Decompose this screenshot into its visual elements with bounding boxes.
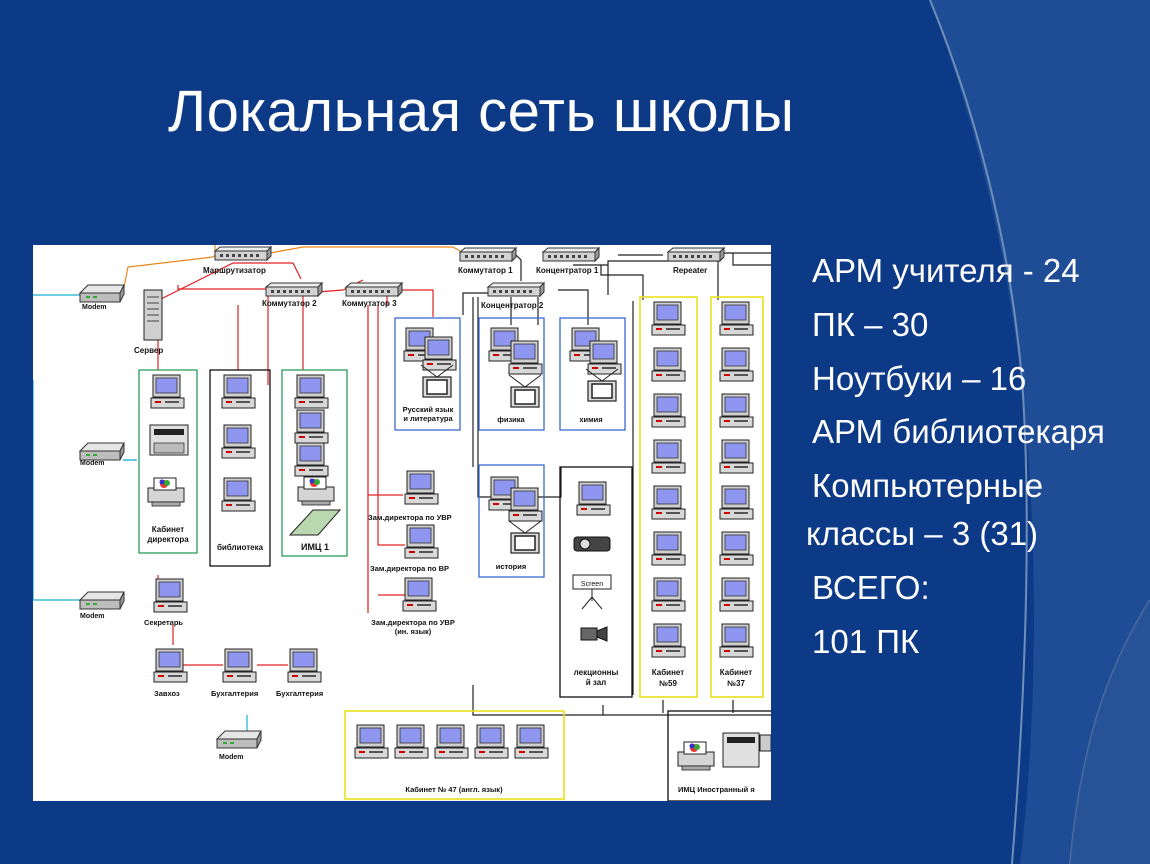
physics-class: физика <box>478 317 545 431</box>
history-label: история <box>496 562 527 571</box>
library-label: библиотека <box>217 543 264 552</box>
deputy-uvr-pc: Зам.директора по УВР <box>368 470 452 522</box>
hub-1: Концентратор 1 <box>536 247 600 275</box>
cabinet-47: Кабинет № 47 (англ. язык) <box>344 710 565 800</box>
cabinet-59-pc <box>651 347 686 382</box>
modem-2-label: Modem <box>80 460 105 467</box>
hub-2-label: Концентратор 2 <box>481 301 544 310</box>
hub-2: Концентратор 2 <box>481 282 545 310</box>
modem-1: Modem <box>79 284 125 311</box>
imc-foreign-label: ИМЦ Иностранный я <box>678 785 755 794</box>
modem-2: Modem <box>79 442 125 467</box>
projection-screen-icon: Screen <box>572 574 612 610</box>
switch-3: Коммутатор 3 <box>342 282 403 308</box>
slide-title: Локальная сеть школы <box>168 79 795 144</box>
deputy-vr-label: Зам.директора по ВР <box>370 564 449 573</box>
stat-pcs: ПК – 30 <box>812 306 929 343</box>
cabinet-59-pc <box>651 485 686 520</box>
chemistry-label: химия <box>579 415 602 424</box>
chemistry-class: химия <box>559 317 626 431</box>
camera-icon <box>580 626 608 642</box>
cabinet-37-pc <box>719 393 754 428</box>
cabinet-59-pc <box>651 301 686 336</box>
stats-list: АРМ учителя - 24 ПК – 30 Ноутбуки – 16 А… <box>806 244 1150 669</box>
stat-teacher-workstations: АРМ учителя - 24 <box>812 252 1080 289</box>
screen-label: Screen <box>581 581 603 588</box>
repeater-label: Repeater <box>673 266 707 275</box>
secretary-label: Секретарь <box>144 618 183 627</box>
physics-label: физика <box>497 415 525 424</box>
modem-3: Modem <box>79 591 125 620</box>
cabinet-37-pc <box>719 577 754 612</box>
cabinet-37-pc <box>719 301 754 336</box>
deputy-vr-pc: Зам.директора по ВР <box>370 524 449 573</box>
accounting-pc-1: Бухгалтерия <box>211 648 258 698</box>
imc-1: ИМЦ 1 <box>281 369 348 557</box>
stat-computer-classes-line1: Компьютерные <box>812 467 1044 504</box>
cabinet-59-pc <box>651 577 686 612</box>
supply-label: Завхоз <box>154 689 180 698</box>
modem-3-label: Modem <box>80 613 105 620</box>
cabinet-37-pc <box>719 439 754 474</box>
projector-icon <box>573 536 611 552</box>
server: Сервер <box>134 289 163 355</box>
cabinet-59-pc <box>651 393 686 428</box>
switch-1-label: Коммутатор 1 <box>458 266 513 275</box>
cabinet-59-pc <box>651 531 686 566</box>
stat-librarian-workstation: АРМ библиотекаря <box>812 413 1105 450</box>
modem-4: Modem <box>216 730 262 761</box>
modem-4-label: Modem <box>219 754 244 761</box>
switch-1: Коммутатор 1 <box>458 247 517 275</box>
cabinet-47-label: Кабинет № 47 (англ. язык) <box>405 785 503 794</box>
cabinet-37-pc <box>719 531 754 566</box>
switch-2: Коммутатор 2 <box>262 282 323 308</box>
hub-1-label: Концентратор 1 <box>536 266 599 275</box>
repeater: Repeater <box>667 247 725 275</box>
switch-2-label: Коммутатор 2 <box>262 299 317 308</box>
cabinet-59-pc <box>651 439 686 474</box>
modem-1-label: Modem <box>82 304 107 311</box>
cabinet-37-pc <box>719 485 754 520</box>
secretary-pc: Секретарь <box>144 578 188 627</box>
supply-pc: Завхоз <box>153 648 188 698</box>
deputy-uvr-label: Зам.директора по УВР <box>368 513 452 522</box>
cabinet-37-pc <box>719 347 754 382</box>
deputy-uvr-foreign-pc: Зам.директора по УВР(ин. язык) <box>371 577 455 636</box>
cabinet-37-pc <box>719 623 754 658</box>
deputy-uvr-foreign-label: Зам.директора по УВР(ин. язык) <box>371 618 455 636</box>
switch-3-label: Коммутатор 3 <box>342 299 397 308</box>
library: библиотека <box>209 369 271 567</box>
server-label: Сервер <box>134 346 163 355</box>
accounting-label-2: Бухгалтерия <box>276 689 323 698</box>
stat-total-label: ВСЕГО: <box>812 569 930 606</box>
school-network-diagram: Маршрутизатор Коммутатор 1 Концентратор … <box>33 245 771 801</box>
accounting-pc-2: Бухгалтерия <box>276 648 323 698</box>
router: Маршрутизатор <box>203 246 272 275</box>
cabinet-59-pc <box>651 623 686 658</box>
imc-foreign: ИМЦ Иностранный я <box>667 710 771 801</box>
imc-1-label: ИМЦ 1 <box>301 542 329 552</box>
history-class: история <box>478 464 545 578</box>
router-label: Маршрутизатор <box>203 266 266 275</box>
stat-total-value: 101 ПК <box>812 623 920 660</box>
stat-computer-classes-line2: классы – 3 (31) <box>806 515 1039 552</box>
stat-laptops: Ноутбуки – 16 <box>812 360 1027 397</box>
accounting-label-1: Бухгалтерия <box>211 689 258 698</box>
